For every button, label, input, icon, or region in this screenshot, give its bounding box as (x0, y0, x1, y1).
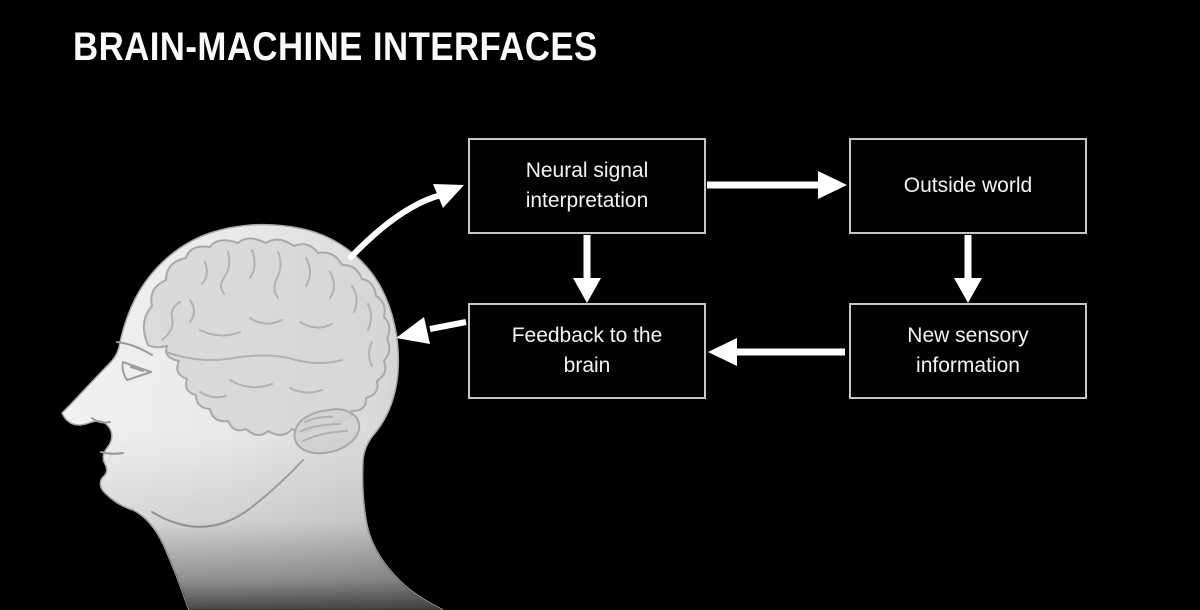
node-feedback-to-the-brain: Feedback to the brain (468, 303, 706, 399)
arrow-sensory-to-feedback (708, 338, 845, 366)
page-title: BRAIN-MACHINE INTERFACES (73, 25, 598, 69)
node-label: Neural signal interpretation (525, 159, 649, 212)
node-label: New sensory information (907, 324, 1029, 377)
arrow-neural-to-feedback (573, 235, 601, 303)
arrow-outside-to-sensory (954, 235, 982, 303)
node-label: Feedback to the brain (511, 324, 663, 377)
arrow-feedback-to-brain (396, 317, 467, 344)
node-new-sensory-information: New sensory information (849, 303, 1087, 399)
node-label: Outside world (903, 174, 1033, 198)
arrow-neural-to-outside (707, 171, 847, 199)
node-outside-world: Outside world (849, 138, 1087, 234)
node-neural-signal-interpretation: Neural signal interpretation (468, 138, 706, 234)
arrow-brain-to-neural (348, 184, 464, 260)
diagram-arrows (348, 171, 982, 366)
head-illustration (61, 223, 444, 610)
